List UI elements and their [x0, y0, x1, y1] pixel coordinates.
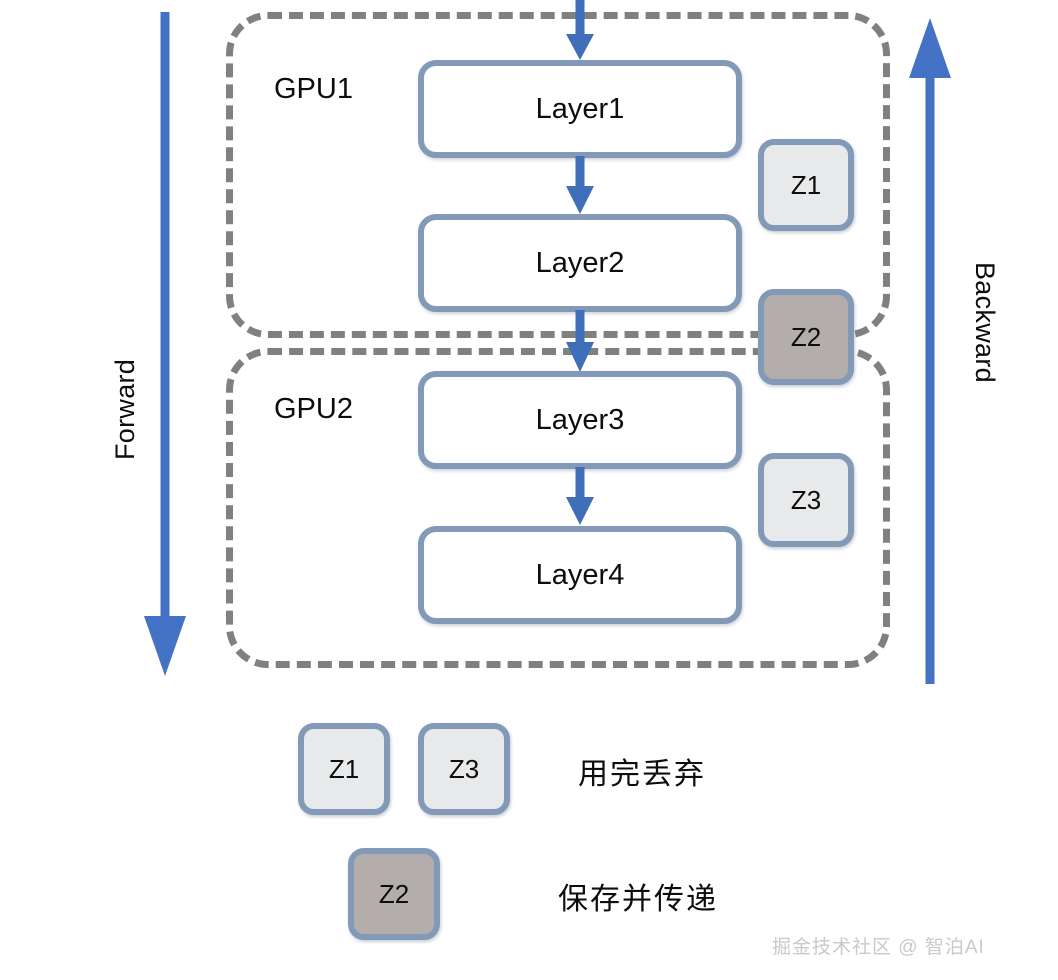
- layer3-label: Layer3: [535, 403, 625, 436]
- input-connector-arrow-icon: [566, 0, 594, 60]
- legend-z3-label: Z3: [448, 753, 480, 784]
- watermark-label: 掘金技术社区 @ 智泊AI: [772, 937, 985, 958]
- forward-arrow-icon: [144, 12, 186, 676]
- layer-box-layer3[interactable]: Layer3: [418, 371, 742, 469]
- layer4-label: Layer4: [535, 558, 625, 591]
- gpu1-label: GPU1: [274, 73, 353, 105]
- z1-label: Z1: [790, 169, 822, 200]
- activation-box-z3[interactable]: Z3: [758, 453, 854, 547]
- legend-z2-label: Z2: [378, 878, 410, 909]
- legend-swatch-z1[interactable]: Z1: [298, 723, 390, 815]
- connector-layer3-layer4-icon: [566, 467, 594, 525]
- forward-axis-label: Forward: [110, 358, 140, 460]
- activation-box-z2[interactable]: Z2: [758, 289, 854, 385]
- backward-arrow-icon: [909, 18, 951, 684]
- gpu2-label: GPU2: [274, 393, 353, 425]
- connector-layer1-layer2-icon: [566, 156, 594, 214]
- layer-box-layer2[interactable]: Layer2: [418, 214, 742, 312]
- backward-axis-label: Backward: [970, 262, 1000, 383]
- gpu2-container: [226, 348, 890, 668]
- gpu1-container: [226, 12, 890, 338]
- z3-label: Z3: [790, 484, 822, 515]
- legend-label-discard: 用完丢弃: [578, 758, 706, 791]
- layer1-label: Layer1: [535, 92, 625, 125]
- z2-label: Z2: [790, 321, 822, 352]
- legend-z1-label: Z1: [328, 753, 360, 784]
- activation-box-z1[interactable]: Z1: [758, 139, 854, 231]
- layer2-label: Layer2: [535, 246, 625, 279]
- layer-box-layer4[interactable]: Layer4: [418, 526, 742, 624]
- legend-swatch-z3[interactable]: Z3: [418, 723, 510, 815]
- layer-box-layer1[interactable]: Layer1: [418, 60, 742, 158]
- legend-swatch-z2[interactable]: Z2: [348, 848, 440, 940]
- legend-label-persist: 保存并传递: [558, 883, 718, 916]
- connector-layer2-layer3-icon: [566, 310, 594, 372]
